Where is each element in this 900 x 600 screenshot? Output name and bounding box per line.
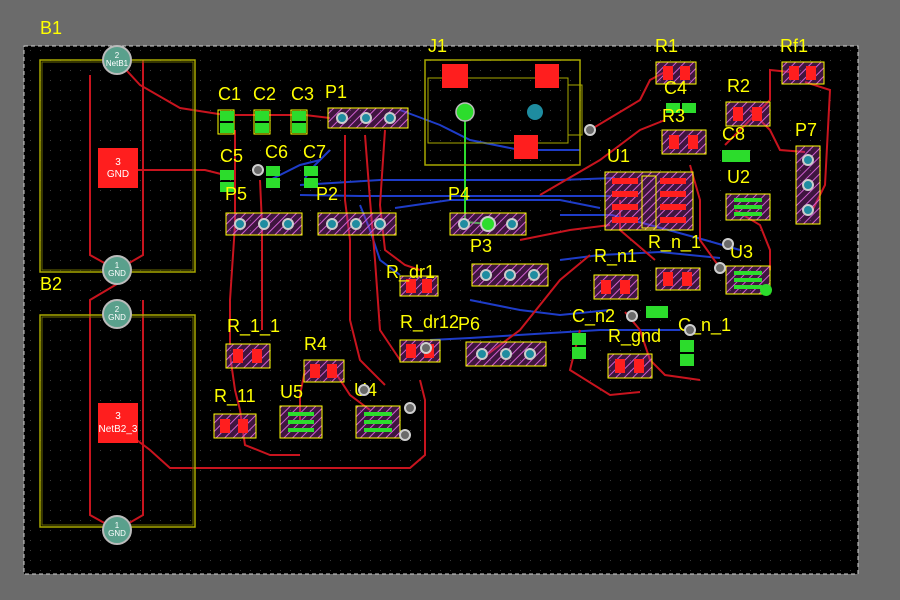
header-p3[interactable]: P3 bbox=[470, 236, 549, 287]
svg-text:3: 3 bbox=[115, 411, 121, 422]
r-dr1-designator: R_dr1 bbox=[386, 262, 435, 283]
j1-pad-3[interactable] bbox=[514, 135, 538, 159]
capacitor-c5[interactable]: C5 bbox=[220, 146, 243, 192]
u2-designator: U2 bbox=[727, 167, 750, 187]
p4-designator: P4 bbox=[448, 184, 470, 204]
resistor-r2[interactable]: R2 bbox=[725, 76, 771, 127]
board-outline bbox=[23, 45, 859, 575]
resistor-rf1[interactable]: Rf1 bbox=[780, 36, 825, 85]
svg-text:1: 1 bbox=[115, 521, 120, 530]
resistor-r3[interactable]: R3 bbox=[661, 106, 707, 155]
p3-designator: P3 bbox=[470, 236, 492, 256]
r2-designator: R2 bbox=[727, 76, 750, 96]
resistor-r1[interactable]: R1 bbox=[655, 36, 697, 85]
j1-pad-2[interactable] bbox=[535, 64, 559, 88]
svg-text:1: 1 bbox=[115, 261, 120, 270]
header-p2[interactable]: P2 bbox=[316, 184, 397, 236]
ic-u1[interactable]: U1 bbox=[604, 146, 694, 231]
b2-pad-2[interactable] bbox=[102, 299, 132, 329]
capacitor-c1[interactable]: C1 bbox=[217, 84, 241, 135]
j1-hole-1 bbox=[455, 102, 475, 122]
battery-holder-b2[interactable]: B2 2 GND 3 NetB2_3 1 GND bbox=[39, 274, 196, 545]
resistor-r-1-1[interactable]: R_1_1 bbox=[225, 316, 280, 369]
header-p5[interactable]: P5 bbox=[225, 184, 303, 236]
connector-j1[interactable]: J1 bbox=[424, 36, 583, 166]
c5-designator: C5 bbox=[220, 146, 243, 166]
b1-pad-2[interactable] bbox=[102, 45, 132, 75]
b2-pad-1[interactable] bbox=[102, 515, 132, 545]
svg-text:GND: GND bbox=[108, 529, 126, 538]
svg-text:GND: GND bbox=[108, 313, 126, 322]
header-p7[interactable]: P7 bbox=[795, 120, 821, 225]
header-p1[interactable]: P1 bbox=[325, 82, 409, 129]
svg-text:NetB2_3: NetB2_3 bbox=[99, 424, 138, 435]
capacitor-c7[interactable]: C7 bbox=[303, 142, 326, 188]
vias bbox=[252, 124, 734, 441]
j1-hole-2 bbox=[527, 104, 543, 120]
ic-u2[interactable]: U2 bbox=[725, 167, 771, 221]
c6-designator: C6 bbox=[265, 142, 288, 162]
capacitor-c-n2[interactable]: C_n2 bbox=[572, 306, 668, 359]
svg-text:2: 2 bbox=[115, 51, 120, 60]
capacitor-c6[interactable]: C6 bbox=[265, 142, 288, 188]
svg-text:3: 3 bbox=[115, 157, 121, 168]
svg-text:NetB1: NetB1 bbox=[106, 59, 129, 68]
r4-designator: R4 bbox=[304, 334, 327, 354]
capacitor-c2[interactable]: C2 bbox=[253, 84, 276, 135]
r-gnd-designator: R_gnd bbox=[608, 326, 661, 347]
u5-designator: U5 bbox=[280, 382, 303, 402]
capacitor-c8[interactable]: C8 bbox=[722, 124, 750, 162]
ic-u3[interactable]: U3 bbox=[725, 242, 772, 296]
resistor-r-gnd[interactable]: R_gnd bbox=[607, 326, 661, 379]
svg-text:GND: GND bbox=[108, 269, 126, 278]
board-grid bbox=[24, 46, 858, 574]
header-p4[interactable]: P4 bbox=[448, 184, 527, 236]
j1-pad-1[interactable] bbox=[442, 64, 468, 88]
b1-pad-1[interactable] bbox=[102, 255, 132, 285]
capacitor-c3[interactable]: C3 bbox=[290, 84, 314, 135]
u1-designator: U1 bbox=[607, 146, 630, 166]
p5-designator: P5 bbox=[225, 184, 247, 204]
capacitor-c4[interactable]: C4 bbox=[664, 78, 696, 113]
resistor-r-n-1[interactable]: R_n_1 bbox=[648, 232, 701, 291]
svg-text:2: 2 bbox=[115, 305, 120, 314]
resistor-r-n1[interactable]: R_n1 bbox=[593, 246, 639, 300]
p7-designator: P7 bbox=[795, 120, 817, 140]
r1-designator: R1 bbox=[655, 36, 678, 56]
ic-u4[interactable]: U4 bbox=[354, 380, 401, 439]
p1-designator: P1 bbox=[325, 82, 347, 102]
rf1-designator: Rf1 bbox=[780, 36, 808, 56]
r-n1-designator: R_n1 bbox=[594, 246, 637, 267]
battery-holder-b1[interactable]: B1 2 NetB1 3 GND 1 GND bbox=[39, 18, 196, 285]
b1-pad-3[interactable] bbox=[98, 148, 138, 188]
c4-designator: C4 bbox=[664, 78, 687, 98]
r-n-1-designator: R_n_1 bbox=[648, 232, 701, 253]
r-1-1-designator: R_1_1 bbox=[227, 316, 280, 337]
c2-designator: C2 bbox=[253, 84, 276, 104]
u3-designator: U3 bbox=[730, 242, 753, 262]
c7-designator: C7 bbox=[303, 142, 326, 162]
svg-text:GND: GND bbox=[107, 169, 129, 180]
b2-pad-3[interactable] bbox=[98, 403, 138, 443]
c-n2-designator: C_n2 bbox=[572, 306, 615, 327]
c1-designator: C1 bbox=[218, 84, 241, 104]
ic-u5[interactable]: U5 bbox=[279, 382, 323, 439]
c8-designator: C8 bbox=[722, 124, 745, 144]
j1-designator: J1 bbox=[428, 36, 447, 56]
p2-designator: P2 bbox=[316, 184, 338, 204]
r3-designator: R3 bbox=[662, 106, 685, 126]
c3-designator: C3 bbox=[291, 84, 314, 104]
header-p6[interactable]: P6 bbox=[458, 314, 547, 367]
resistor-r4[interactable]: R4 bbox=[303, 334, 345, 383]
r-dr12-designator: R_dr12 bbox=[400, 312, 459, 333]
b1-designator: B1 bbox=[40, 18, 62, 38]
resistor-r-dr1[interactable]: R_dr1 bbox=[386, 262, 439, 297]
p6-designator: P6 bbox=[458, 314, 480, 334]
r-11-designator: R_11 bbox=[214, 386, 256, 407]
b2-designator: B2 bbox=[40, 274, 62, 294]
resistor-r-11[interactable]: R_11 bbox=[213, 386, 257, 439]
